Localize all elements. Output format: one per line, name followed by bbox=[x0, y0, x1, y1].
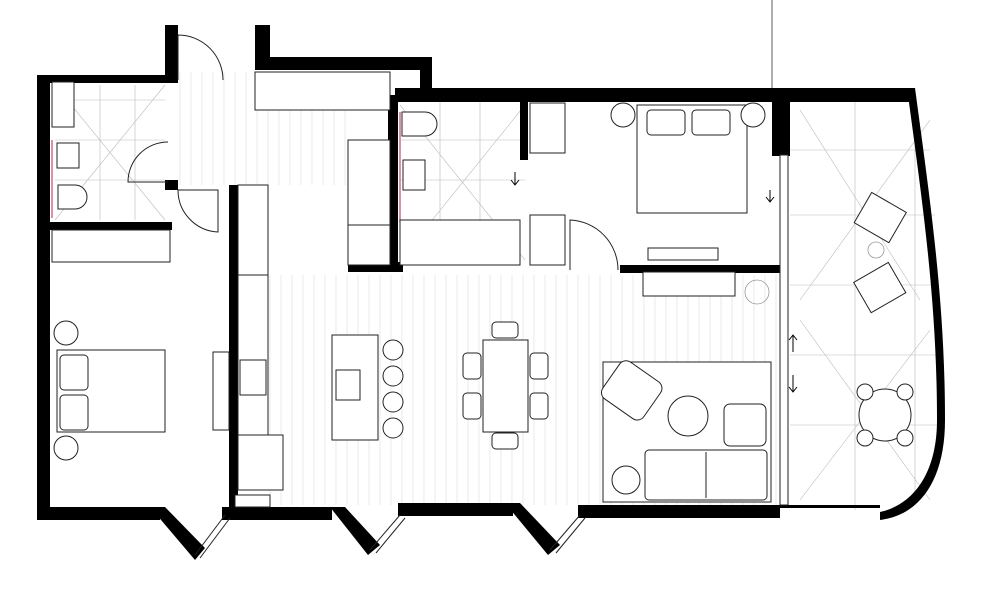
sink-icon bbox=[402, 159, 426, 191]
living-area bbox=[600, 271, 772, 503]
kitchen bbox=[234, 71, 404, 508]
toilet-icon bbox=[57, 184, 88, 210]
arrow-down-icon bbox=[765, 190, 775, 203]
sink-icon bbox=[335, 369, 361, 401]
arrow-down-icon bbox=[510, 172, 520, 186]
doors[interactable] bbox=[127, 34, 619, 271]
arrow-up-icon bbox=[788, 334, 798, 352]
bedroom-1 bbox=[51, 229, 230, 461]
toilet-icon bbox=[401, 111, 438, 137]
bedroom-2 bbox=[529, 102, 766, 266]
bathroom-fixtures bbox=[51, 81, 521, 266]
dining-table bbox=[462, 321, 549, 450]
tv-unit bbox=[642, 271, 736, 297]
balcony-furniture bbox=[852, 191, 914, 447]
sliding-door-arrows bbox=[510, 172, 798, 393]
bathroom-tiles bbox=[54, 84, 526, 265]
cooktop-icon bbox=[239, 359, 267, 396]
walls bbox=[37, 0, 945, 560]
windows bbox=[194, 154, 789, 559]
sink-icon bbox=[56, 142, 80, 169]
arrow-down-icon bbox=[788, 375, 798, 393]
plant-icon bbox=[744, 279, 770, 305]
